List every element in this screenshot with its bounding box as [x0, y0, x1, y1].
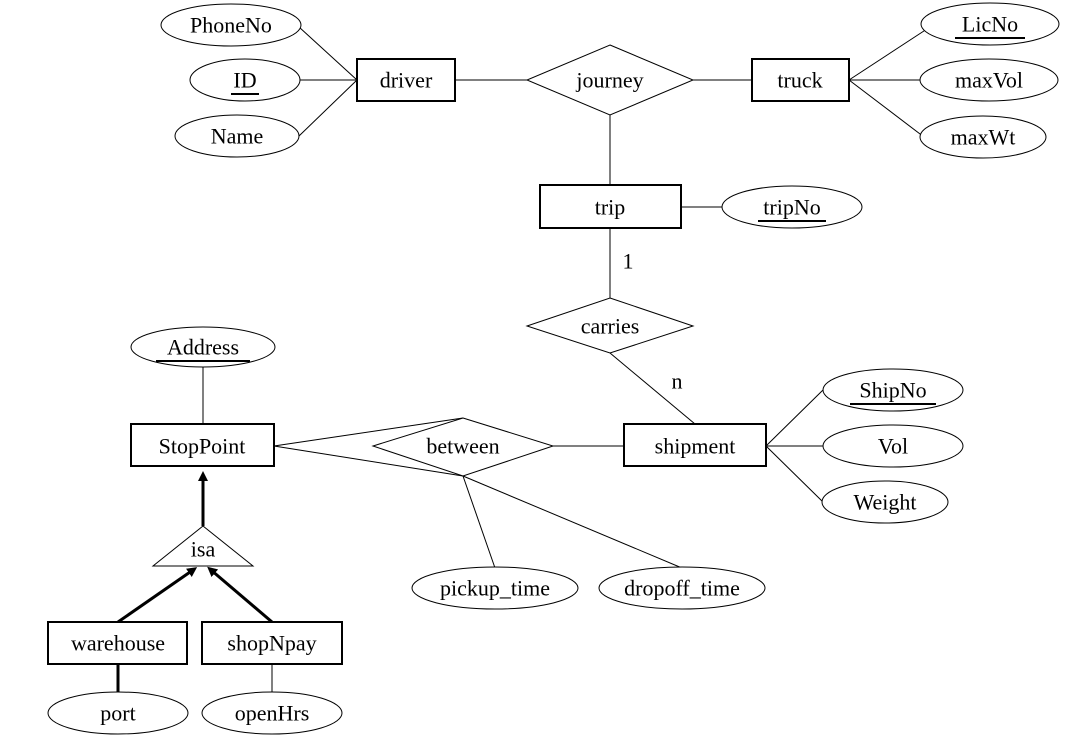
entity-truck: truck	[751, 58, 850, 102]
attribute-label: tripNo	[763, 195, 820, 220]
attribute-label: maxVol	[955, 68, 1023, 93]
entity-shopnpay: shopNpay	[201, 621, 343, 665]
attribute-maxvol: maxVol	[919, 58, 1059, 102]
attribute-address: Address	[130, 326, 276, 368]
attribute-label: openHrs	[235, 701, 310, 726]
entity-label: shipment	[655, 434, 736, 459]
attribute-label: dropoff_time	[624, 576, 740, 601]
entity-label: driver	[380, 68, 433, 93]
attribute-label: PhoneNo	[190, 13, 272, 38]
attribute-label: Weight	[854, 490, 917, 515]
entity-shipment: shipment	[623, 423, 767, 467]
entity-label: warehouse	[71, 631, 165, 656]
attribute-id: ID	[189, 58, 301, 102]
attribute-label: Vol	[878, 434, 908, 459]
entity-label: StopPoint	[159, 434, 246, 459]
attribute-label: LicNo	[962, 12, 1018, 37]
relationship-label: journey	[575, 68, 643, 93]
attribute-vol: Vol	[822, 424, 964, 468]
attribute-label: Address	[167, 335, 239, 360]
attribute-label: ID	[233, 68, 256, 93]
attribute-label: pickup_time	[440, 576, 550, 601]
attribute-label: maxWt	[951, 125, 1016, 150]
relationship-carries: carries	[525, 297, 695, 354]
attribute-shipno: ShipNo	[822, 368, 964, 412]
attribute-label: ShipNo	[859, 378, 926, 403]
attribute-dropoff-time: dropoff_time	[598, 566, 766, 610]
relationship-between: between	[371, 417, 555, 477]
attribute-tripno: tripNo	[721, 185, 863, 229]
attribute-label: port	[100, 701, 135, 726]
entity-driver: driver	[356, 58, 456, 102]
entity-trip: trip	[539, 184, 682, 229]
cardinality-carries-shipment: n	[672, 369, 683, 394]
entity-stoppoint: StopPoint	[130, 423, 275, 467]
attribute-pickup-time: pickup_time	[411, 566, 579, 610]
entity-label: shopNpay	[227, 631, 316, 656]
relationship-label: between	[426, 434, 499, 459]
attribute-label: Name	[211, 124, 264, 149]
attribute-openhrs: openHrs	[201, 691, 343, 735]
attribute-phoneno: PhoneNo	[160, 3, 302, 47]
attribute-name: Name	[174, 114, 300, 158]
entity-label: truck	[777, 68, 822, 93]
relationship-journey: journey	[525, 44, 695, 116]
cardinality-trip-carries: 1	[623, 249, 634, 274]
attribute-licno: LicNo	[920, 2, 1060, 46]
connectors	[116, 26, 931, 692]
relationship-label: isa	[191, 537, 216, 562]
attribute-port: port	[47, 691, 189, 735]
entity-label: trip	[595, 195, 626, 220]
entity-warehouse: warehouse	[47, 621, 188, 665]
relationship-isa: isa	[151, 525, 255, 567]
attribute-maxwt: maxWt	[919, 115, 1047, 159]
relationship-label: carries	[581, 314, 640, 339]
attribute-weight: Weight	[821, 480, 949, 524]
